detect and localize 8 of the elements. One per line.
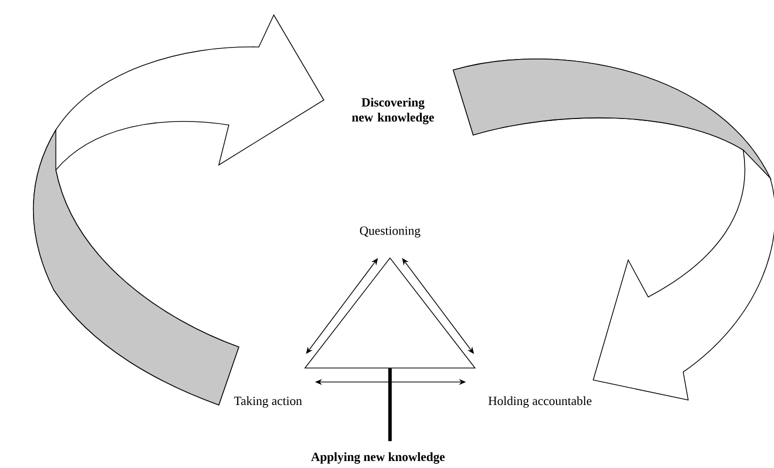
ribbon-arrow bbox=[452, 58, 774, 400]
heading: Discovering new knowledge bbox=[352, 98, 434, 124]
ribbon-arrow bbox=[33, 14, 324, 406]
heading: Applying new knowledge bbox=[311, 452, 445, 464]
label: Holding accountable bbox=[488, 396, 592, 408]
label: Questioning bbox=[360, 226, 420, 238]
label: Taking action bbox=[234, 396, 302, 408]
stem-line bbox=[388, 368, 392, 442]
